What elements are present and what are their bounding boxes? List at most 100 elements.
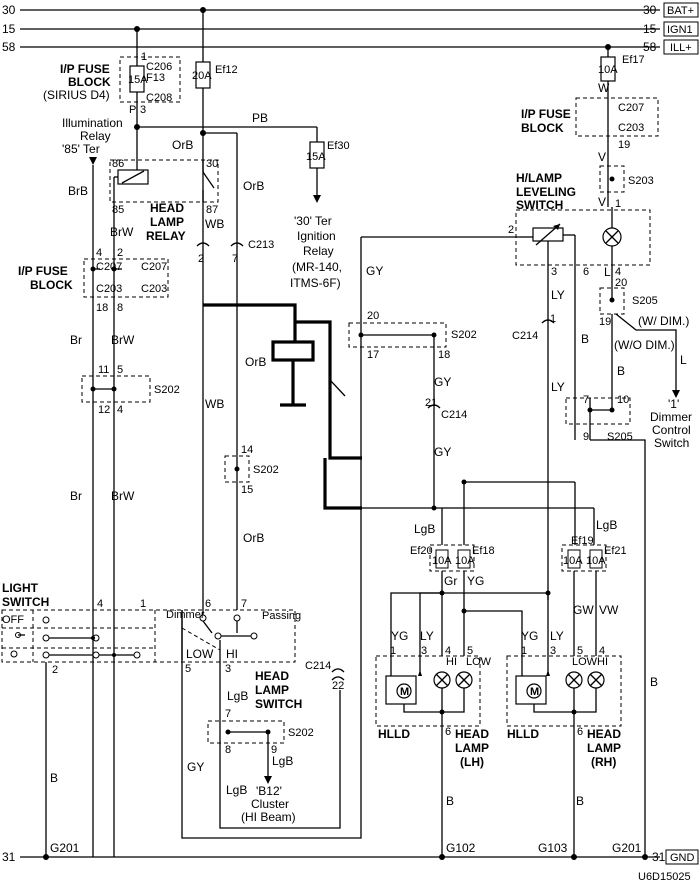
down-arrow-icon [313, 195, 321, 203]
s202a-pin-5: 5 [117, 364, 123, 376]
head-lamp-switch: Dimmer Passing 6 7 LOW HI 5 3 HEAD LAMP … [166, 598, 345, 820]
wire-brw-3: BrW [111, 489, 135, 503]
wire-wb-2: WB [205, 397, 224, 411]
s202d-pin-7: 7 [225, 708, 231, 720]
dimmer-ctrl-3: Control [652, 423, 691, 437]
s205a-label: S205 [632, 295, 658, 307]
wire-br-2: Br [70, 489, 82, 503]
wire-b-3: B [650, 675, 658, 689]
head-lamp-rh-title-1: HEAD [587, 727, 621, 741]
grounds: G201 G102 G103 G201 U6D15025 [50, 841, 691, 883]
relay-pin-86: 86 [112, 158, 124, 170]
hls-hi: HI [226, 647, 238, 661]
wire-gy-3: GY [434, 445, 451, 459]
s202b-label: S202 [253, 464, 279, 476]
leveling-switch-title-3: SWITCH [516, 198, 563, 212]
hlld-rh-low: LOW [572, 656, 598, 668]
ip-fuse-block-3-title-1: I/P FUSE [521, 107, 571, 121]
hlld-rh-label: HLLD [507, 727, 539, 741]
c207-label-a: C207 [96, 261, 122, 273]
rail-ill-num-right: 58 [643, 40, 657, 54]
head-lamp-rh-title-2: LAMP [587, 741, 621, 755]
light-switch-pin-4: 4 [97, 598, 103, 610]
s202c-pin-20: 20 [367, 310, 379, 322]
hlld-lh-low: LOW [466, 656, 492, 668]
rail-bat-num-right: 30 [643, 3, 657, 17]
hls-low: LOW [186, 647, 214, 661]
ip-fuse-f13: F13 [146, 72, 165, 84]
ip-fuse-block-1-title-3: (SIRIUS D4) [43, 88, 110, 102]
dim-without: (W/O DIM.) [614, 338, 675, 352]
rail-gnd-label: GND [670, 852, 695, 864]
s205b-pin-7: 7 [583, 394, 589, 406]
cluster-line-2: Cluster [251, 797, 289, 811]
c203-label-b: C203 [141, 283, 167, 295]
wire-vw: VW [599, 603, 619, 617]
wire-b-5: B [576, 794, 584, 808]
c214-pin-21: 21 [425, 397, 437, 409]
hls-pin-7: 7 [241, 598, 247, 610]
ef30-note-1: '30' Ter [294, 214, 332, 228]
rail-ign-num-right: 15 [643, 22, 657, 36]
s202b-pin-14: 14 [241, 444, 253, 456]
c207-pin-4: 4 [96, 247, 102, 259]
wire-orb-1: OrB [172, 138, 193, 152]
cluster-line-1: 'B12' [256, 784, 282, 798]
head-lamp-lh-title-3: (LH) [460, 755, 484, 769]
hlld-lh-pin-6: 6 [445, 726, 451, 738]
c213-pin-7: 7 [232, 253, 238, 265]
c214-pin-22: 22 [332, 680, 344, 692]
hand-drawn-relay-mark: OrB WB [203, 303, 362, 510]
rail-ill-num-left: 58 [2, 40, 16, 54]
leveling-switch-title-2: LEVELING [516, 185, 576, 199]
leveling-pin-4: 4 [615, 266, 621, 278]
ip-fuse-block-f13: I/P FUSE BLOCK (SIRIUS D4) 1 C206 F13 15… [43, 29, 181, 162]
ip-fuse-block-2-title-2: BLOCK [30, 278, 73, 292]
s205a-pin-20: 20 [615, 277, 627, 289]
hlld-rh-wire-ly: LY [550, 629, 564, 643]
hlld-lh-hi: HI [446, 656, 457, 668]
fuse-ef19-label: Ef19 [571, 535, 594, 547]
hlld-rh-pin-4: 4 [599, 645, 605, 657]
ground-g102: G102 [446, 841, 476, 855]
hlld-rh-hi: HI [597, 656, 608, 668]
wire-orb-4: OrB [243, 531, 264, 545]
s202c-label: S202 [451, 329, 477, 341]
head-lamp-lh-title-1: HEAD [455, 727, 489, 741]
ef30-note-5: ITMS-6F) [290, 276, 341, 290]
s202-d: 7 8 9 S202 LgB LgB 'B12' Cluster (HI Bea… [207, 690, 341, 829]
rail-ill-label: ILL+ [670, 42, 692, 54]
s202d-label: S202 [288, 727, 314, 739]
c214-label-1: C214 [441, 409, 467, 421]
s205-b: B 7 10 9 S205 B [565, 270, 658, 857]
svg-text:M: M [530, 686, 539, 698]
gy-wire-left: GY [181, 236, 520, 839]
hlld-lh-pin-1: 1 [390, 645, 396, 657]
wire-l-1: L [604, 265, 611, 279]
light-switch: LIGHT SWITCH OFF 4 1 2 B [1, 581, 296, 860]
rail-bat-label: BAT+ [667, 5, 694, 17]
relay-title-3: RELAY [146, 229, 186, 243]
rail-gnd-num-left: 31 [2, 850, 16, 864]
wire-ly-2: LY [551, 380, 565, 394]
fuse-ef21-label: Ef21 [604, 545, 627, 557]
s202-c: 20 17 18 S202 GY 21 C214 GY [348, 310, 477, 508]
s202c-pin-17: 17 [367, 349, 379, 361]
fuse-ef20-label: Ef20 [410, 545, 433, 557]
c214-label-3: C214 [305, 660, 331, 672]
c203-label-a: C203 [96, 283, 122, 295]
ef30-fuse-rating: 15A [306, 151, 326, 163]
ip-fuse-c206: C206 [146, 61, 172, 73]
wire-lgb-3: LgB [227, 689, 248, 703]
ip-fuse-block-1-title-1: I/P FUSE [60, 62, 110, 76]
right-side-feed: 10A Ef17 W I/P FUSE BLOCK C207 C203 19 V… [521, 47, 659, 209]
wire-br-1: Br [70, 333, 82, 347]
hls-pin-3: 3 [225, 663, 231, 675]
wire-w: W [598, 81, 610, 95]
ground-g201-left: G201 [50, 841, 80, 855]
light-switch-pin-1: 1 [140, 598, 146, 610]
dim-with: (W/ DIM.) [638, 314, 689, 328]
s202d-pin-9: 9 [271, 744, 277, 756]
